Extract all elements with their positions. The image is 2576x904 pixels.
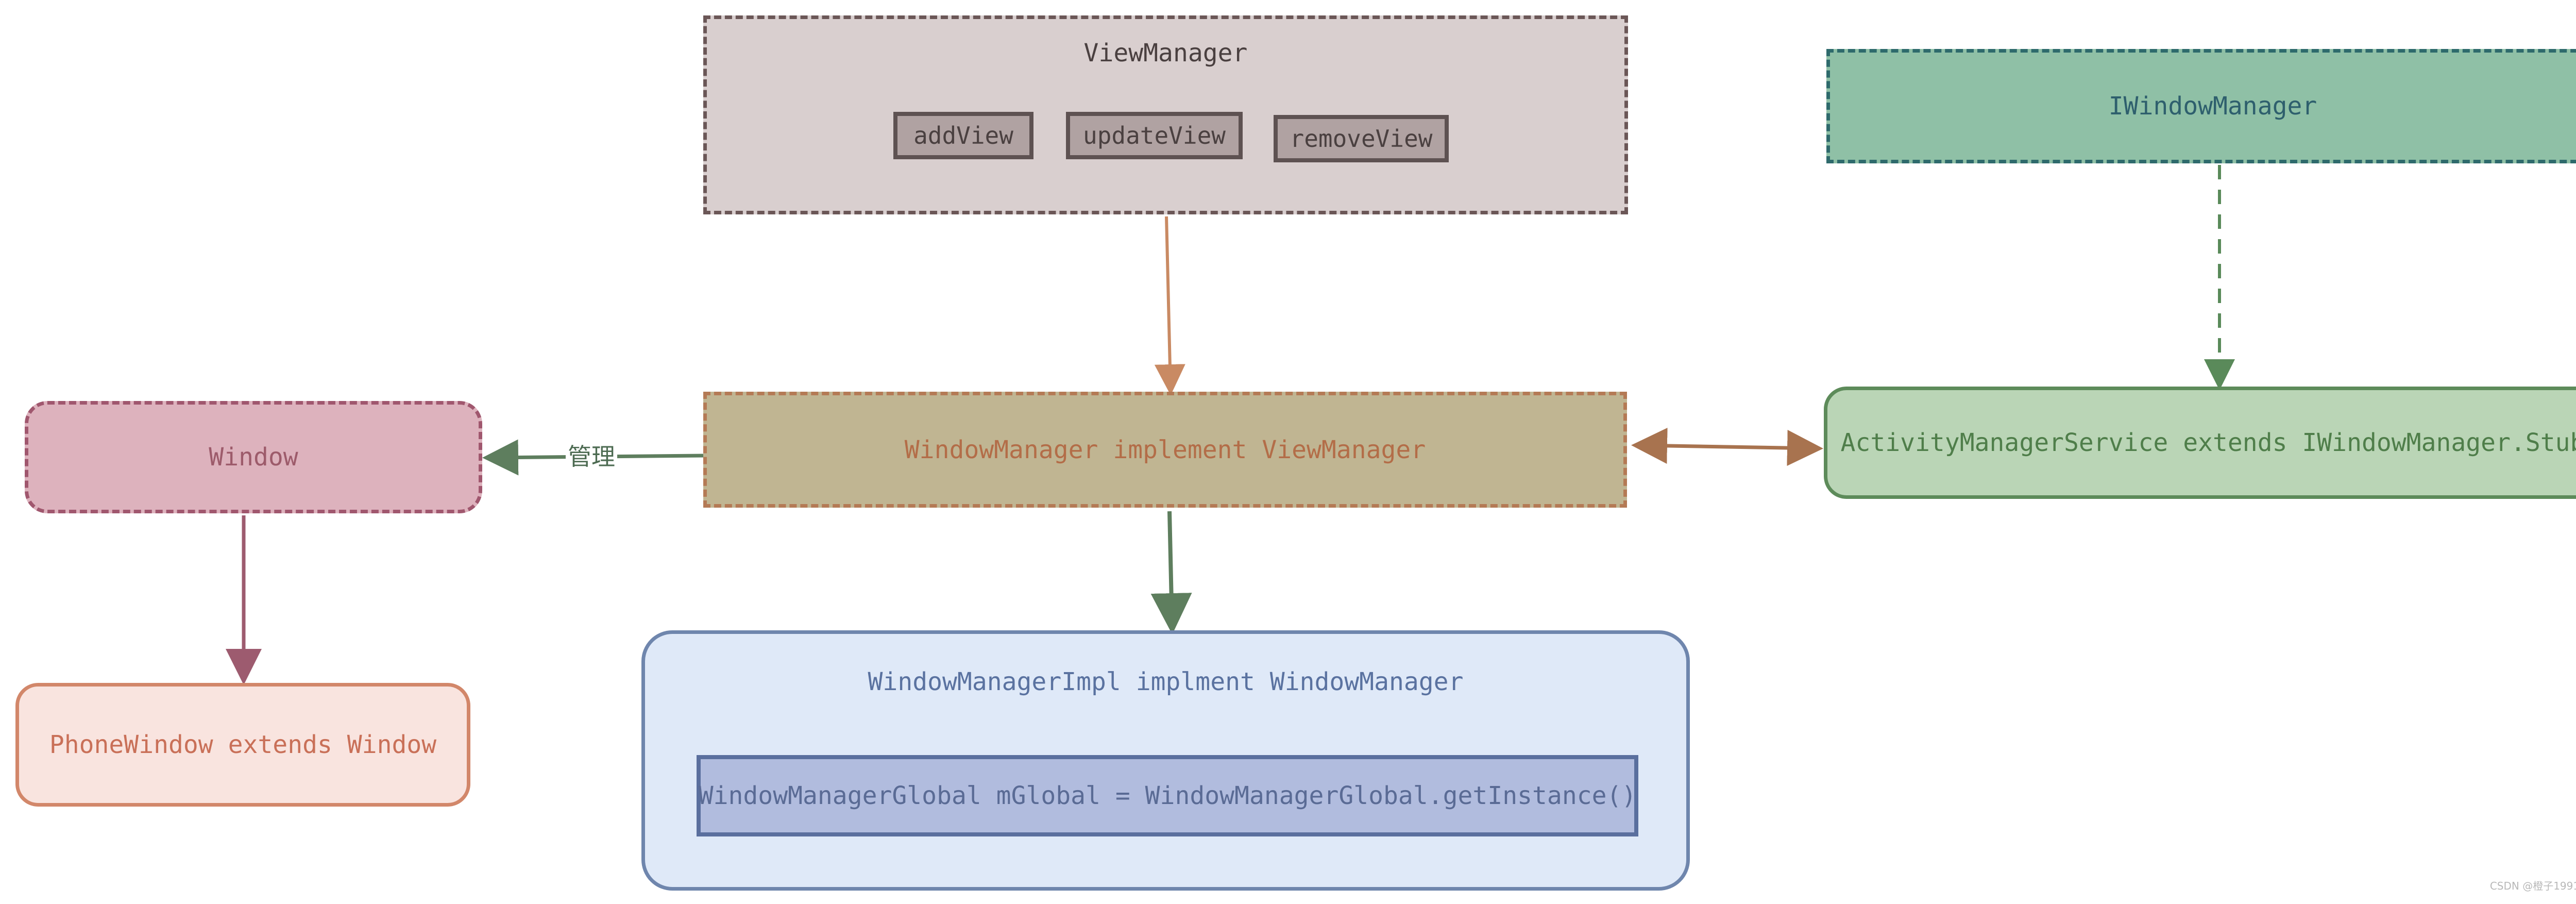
window-manager-impl-title: WindowManagerImpl implment WindowManager (868, 667, 1464, 696)
method-add-view: addView (893, 112, 1033, 159)
method-update-view: updateView (1066, 112, 1243, 159)
activity-manager-service-node: ActivityManagerService extends IWindowMa… (1824, 387, 2576, 499)
window-manager-node: WindowManager implement ViewManager (703, 392, 1627, 508)
iwindow-manager-node: IWindowManager (1826, 49, 2576, 163)
watermark: CSDN @橙子19911016 (2489, 880, 2576, 892)
edge-windowmanager-to-impl (1150, 511, 1192, 634)
window-manager-impl-node: WindowManagerImpl implment WindowManager… (641, 630, 1690, 891)
window-manager-global-field: WindowManagerGlobal mGlobal = WindowMana… (697, 755, 1638, 836)
window-node: Window (25, 401, 482, 513)
edge-viewmanager-to-windowmanager (1154, 216, 1185, 395)
view-manager-node: ViewManager addView updateView removeVie… (703, 15, 1628, 214)
edge-label-manage: 管理 (566, 438, 617, 472)
phone-window-node: PhoneWindow extends Window (15, 683, 470, 807)
method-remove-view: removeView (1274, 115, 1449, 162)
view-manager-title: ViewManager (1083, 39, 1248, 68)
edge-windowmanager-ams-bidirectional (1631, 427, 1823, 466)
